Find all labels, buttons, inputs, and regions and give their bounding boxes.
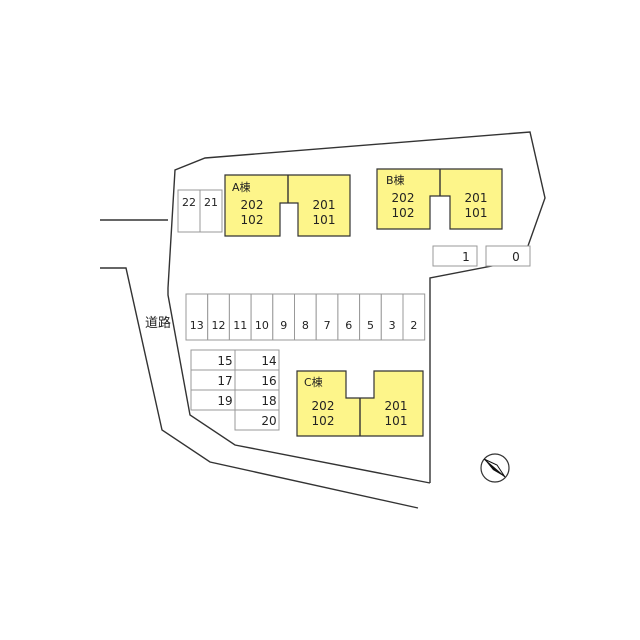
parking-stall (207, 293, 230, 341)
parking-stall-label: 1 (462, 250, 470, 264)
north-arrow-icon (480, 453, 510, 483)
parking-stall-label: 15 (217, 354, 232, 368)
parking-stall (199, 189, 223, 233)
parking-top-left: 22 21 (177, 189, 223, 233)
building-c-name: C棟 (304, 375, 323, 389)
parking-stall-label: 20 (261, 414, 276, 428)
parking-stall-label: 22 (182, 196, 196, 209)
parking-stall-label: 5 (367, 319, 374, 332)
parking-stall-label: 3 (389, 319, 396, 332)
parking-stall-label: 9 (280, 319, 287, 332)
unit-label: 202 (312, 399, 335, 413)
parking-stall-label: 12 (212, 319, 226, 332)
building-c: C棟 202 102 201 101 (296, 370, 424, 437)
parking-grid: 15 17 19 14 16 18 20 (190, 349, 280, 431)
parking-stall-label: 7 (324, 319, 331, 332)
road-edge-inner (167, 288, 431, 484)
parking-stall (402, 293, 426, 341)
parking-stall (234, 409, 280, 431)
unit-label: 201 (313, 198, 336, 212)
parking-stall (485, 245, 531, 267)
unit-label: 202 (392, 191, 415, 205)
parking-stall (294, 293, 317, 341)
parking-stall-label: 0 (512, 250, 520, 264)
unit-label: 202 (241, 198, 264, 212)
parking-stall (315, 293, 339, 341)
unit-label: 101 (313, 213, 336, 227)
parking-right: 1 0 (432, 245, 531, 267)
road-label: 道路 (145, 315, 171, 331)
parking-stall-label: 17 (217, 374, 232, 388)
parking-stall (432, 245, 478, 267)
parking-stall-label: 8 (302, 319, 309, 332)
parking-stall (380, 293, 404, 341)
parking-stall-label: 18 (261, 394, 276, 408)
unit-label: 101 (465, 206, 488, 220)
unit-label: 201 (465, 191, 488, 205)
parking-stall (272, 293, 295, 341)
unit-label: 101 (385, 414, 408, 428)
parking-stall-label: 19 (217, 394, 232, 408)
parking-stall-label: 13 (190, 319, 204, 332)
parking-stall-label: 16 (261, 374, 276, 388)
building-b: B棟 202 102 201 101 (376, 168, 503, 230)
parking-stall (185, 293, 209, 341)
parking-stall (359, 293, 382, 341)
building-b-name: B棟 (386, 173, 405, 187)
parking-stall-label: 6 (345, 319, 352, 332)
unit-label: 201 (385, 399, 408, 413)
unit-label: 102 (241, 213, 264, 227)
unit-label: 102 (312, 414, 335, 428)
parking-stall-label: 21 (204, 196, 218, 209)
building-a-name: A棟 (232, 180, 251, 194)
parking-stall-label: 10 (255, 319, 269, 332)
parking-row: 13 12 11 10 9 8 7 6 5 3 2 (185, 293, 426, 341)
building-a: A棟 202 102 201 101 (224, 174, 351, 237)
parking-stall-label: 14 (261, 354, 276, 368)
unit-label: 102 (392, 206, 415, 220)
parking-stall (228, 293, 252, 341)
parking-stall (250, 293, 274, 341)
road-edge-left (100, 267, 419, 509)
parking-stall-label: 11 (233, 319, 247, 332)
parking-stall-label: 2 (410, 319, 417, 332)
site-boundary (167, 131, 546, 483)
parking-stall (337, 293, 361, 341)
